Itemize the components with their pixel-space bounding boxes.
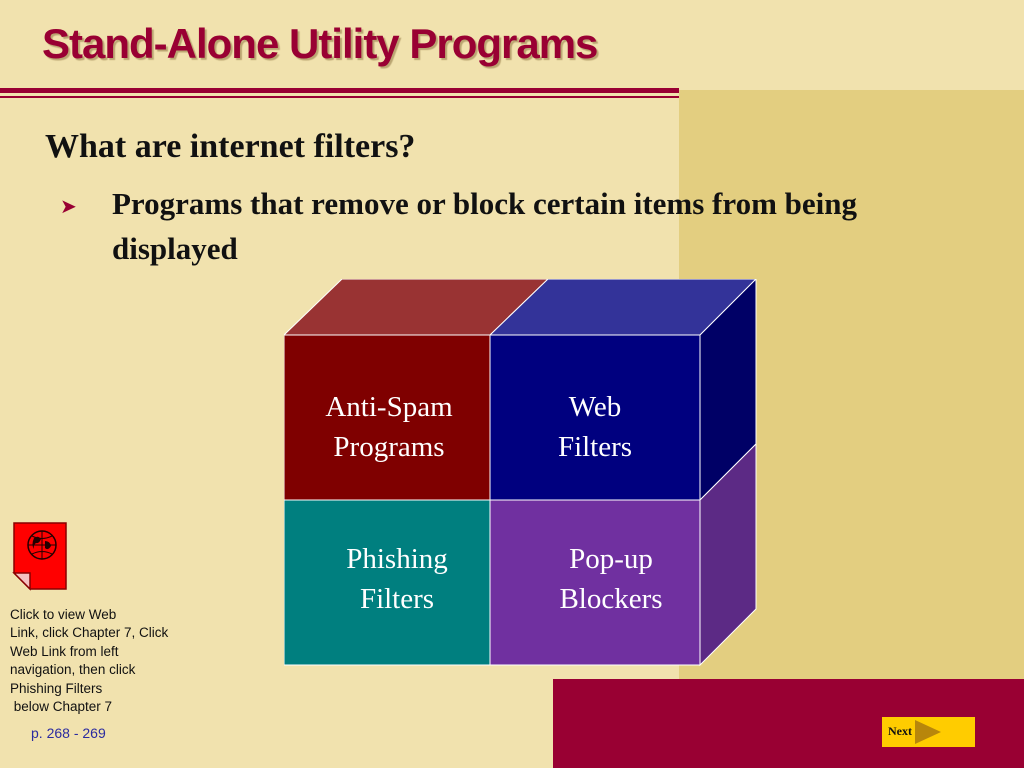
cell-anti-spam xyxy=(283,334,491,501)
web-link-button[interactable] xyxy=(12,521,70,596)
cell-popup-blockers xyxy=(489,499,701,666)
bullet-arrow-icon: ➤ xyxy=(60,194,77,218)
next-button-label: Next xyxy=(888,724,912,738)
popup-label-line1: Pop-up xyxy=(569,543,653,575)
next-button[interactable]: Next xyxy=(882,717,975,747)
popup-label: Pop-up Blockers xyxy=(506,539,716,619)
bullet-text: Programs that remove or block certain it… xyxy=(112,186,857,266)
anti-spam-label-line2: Programs xyxy=(333,431,445,463)
popup-label-line2: Blockers xyxy=(559,583,663,615)
phishing-label-line2: Filters xyxy=(359,583,435,615)
web-filters-label: Web Filters xyxy=(490,387,700,467)
question-heading: What are internet filters? xyxy=(45,128,416,165)
title-rule-thin xyxy=(0,96,679,98)
title-rule-thick xyxy=(0,88,679,93)
next-arrow-icon xyxy=(915,720,941,744)
page-reference: p. 268 - 269 xyxy=(31,725,106,741)
cell-web-filters xyxy=(489,334,701,501)
web-link-instructions: Click to view Web Link, click Chapter 7,… xyxy=(10,607,169,715)
web-filters-label-line2: Filters xyxy=(557,431,633,463)
anti-spam-label: Anti-Spam Programs xyxy=(284,387,494,467)
web-filters-label-line1: Web xyxy=(568,391,622,423)
anti-spam-label-line1: Anti-Spam xyxy=(325,391,453,423)
phishing-label-line1: Phishing xyxy=(346,543,448,575)
filter-types-cube: Anti-Spam Programs Web Filters Phishing … xyxy=(282,277,759,674)
globe-document-icon xyxy=(12,522,67,591)
slide-title: Stand-Alone Utility Programs xyxy=(42,20,598,67)
phishing-label: Phishing Filters xyxy=(294,539,500,619)
cube-drawing xyxy=(282,277,758,667)
